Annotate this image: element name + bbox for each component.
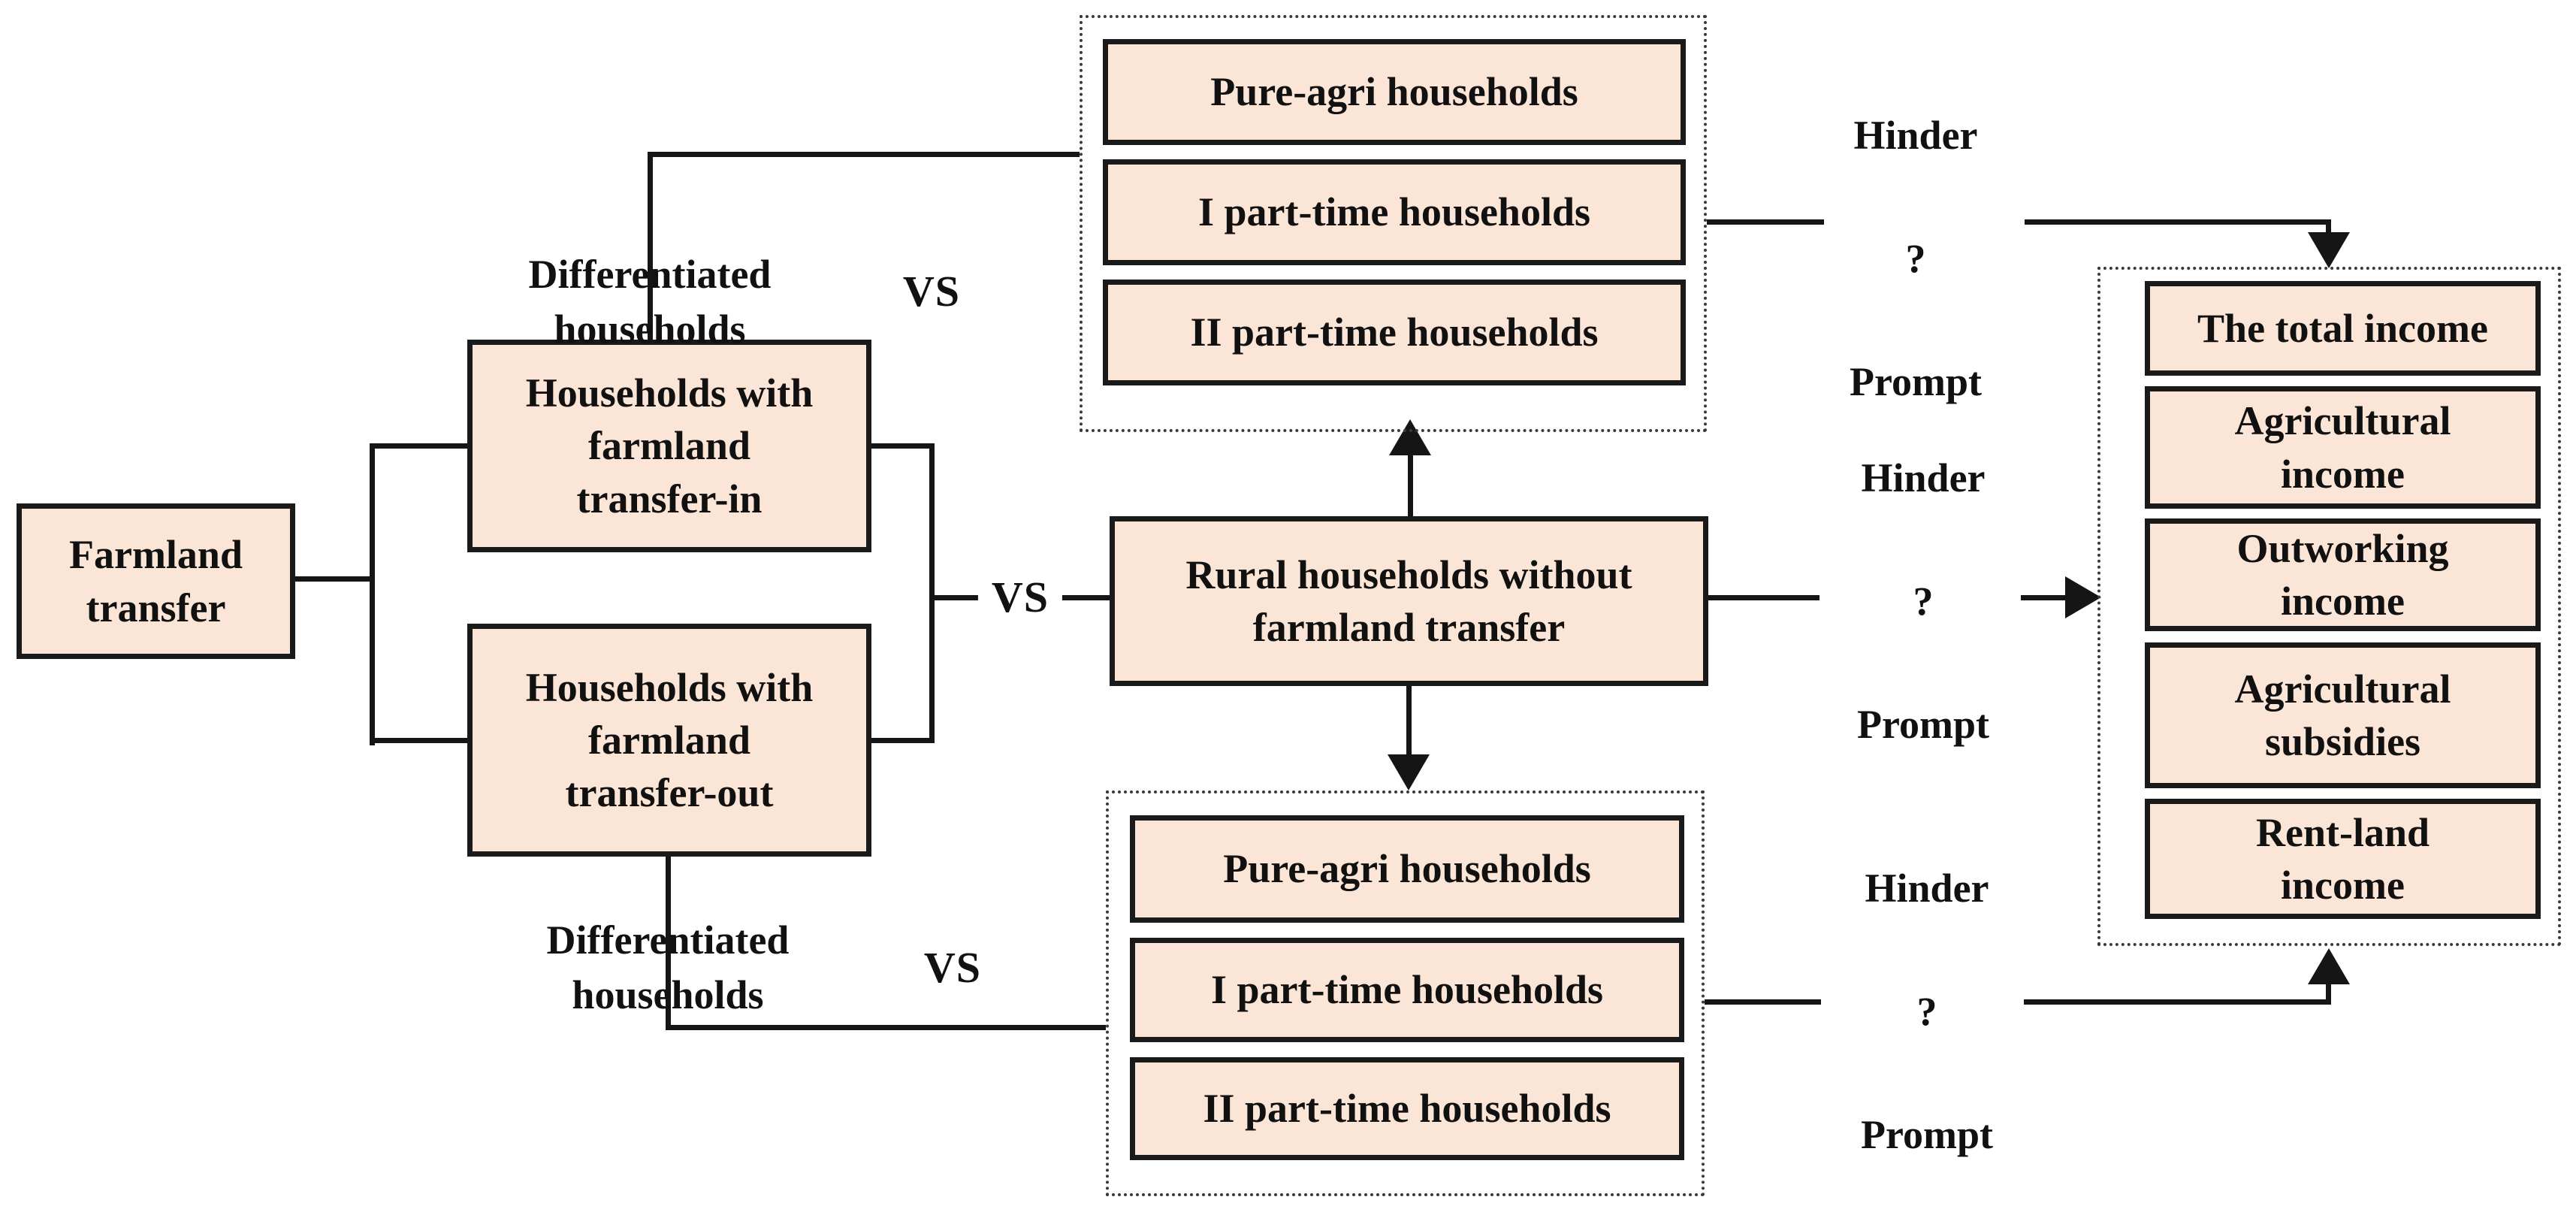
pure-agri-bottom-box: Pure-agri households [1130,815,1684,923]
hinder-text: Hinder [1853,113,1978,158]
connector-line [1406,686,1412,757]
part-time-1-top-box: I part-time households [1103,159,1686,265]
vs-label-bottom: VS [923,942,982,992]
connector-line [2024,999,2331,1005]
part-time-2-bottom-box: II part-time households [1130,1057,1684,1160]
prompt-text: Prompt [1857,702,1989,747]
rural-no-transfer-box: Rural households without farmland transf… [1110,516,1708,686]
vs-label-middle: VS [977,566,1063,629]
agricultural-income-box: Agricultural income [2145,386,2541,509]
top-household-types-group [1080,15,1707,432]
connector-line [1408,454,1413,518]
prompt-text: Prompt [1850,359,1982,404]
pure-agri-top-box: Pure-agri households [1103,39,1686,145]
total-income-box: The total income [2145,281,2541,376]
connector-line [648,152,653,340]
agricultural-subsidies-box: Agricultural subsidies [2145,642,2541,788]
hinder-prompt-label-top: Hinder ? Prompt [1850,43,1982,474]
connector-line [648,152,1080,157]
differentiated-households-label-bottom: Differentiated households [546,917,790,1017]
hinder-text: Hinder [1865,866,1989,911]
connector-line [871,738,935,743]
connector-line [871,443,935,449]
connector-line [929,443,935,743]
hinder-prompt-label-bottom: Hinder ? Prompt [1861,796,1993,1209]
question-mark-text: ? [1905,236,1926,281]
connector-line [1707,219,1824,225]
connector-line [1705,999,1821,1005]
connector-line [2021,595,2069,600]
question-mark-text: ? [1913,579,1934,624]
question-mark-text: ? [1916,989,1937,1034]
connector-line [666,857,671,1030]
bottom-household-types-group [1106,790,1705,1196]
prompt-text: Prompt [1861,1112,1993,1157]
connector-line [2025,219,2331,225]
farmland-transfer-box: Farmland transfer [17,503,295,659]
connector-line [370,443,375,745]
income-group [2097,267,2561,946]
households-transfer-out-box: Households with farmland transfer-out [467,624,871,857]
connector-line [2326,981,2331,1005]
vs-label-top: VS [902,266,961,316]
part-time-1-bottom-box: I part-time households [1130,938,1684,1042]
outworking-income-box: Outworking income [2145,518,2541,631]
connector-line [666,1025,1106,1030]
arrowhead-up-icon [2308,948,2350,984]
part-time-2-top-box: II part-time households [1103,280,1686,385]
arrowhead-right-icon [2065,576,2101,618]
connector-line [2326,219,2331,236]
rent-land-income-box: Rent-land income [2145,799,2541,919]
differentiated-households-label-top: Differentiated households [528,252,772,352]
connector-line [295,576,374,582]
connector-line [1708,595,1820,600]
hinder-prompt-label-middle: Hinder ? Prompt [1857,385,1989,817]
arrowhead-down-icon [2308,232,2350,268]
connector-line [370,738,467,743]
hinder-text: Hinder [1861,455,1986,500]
arrowhead-up-icon [1389,419,1431,455]
arrowhead-down-icon [1388,754,1430,790]
households-transfer-in-box: Households with farmland transfer-in [467,340,871,552]
connector-line [370,443,467,449]
